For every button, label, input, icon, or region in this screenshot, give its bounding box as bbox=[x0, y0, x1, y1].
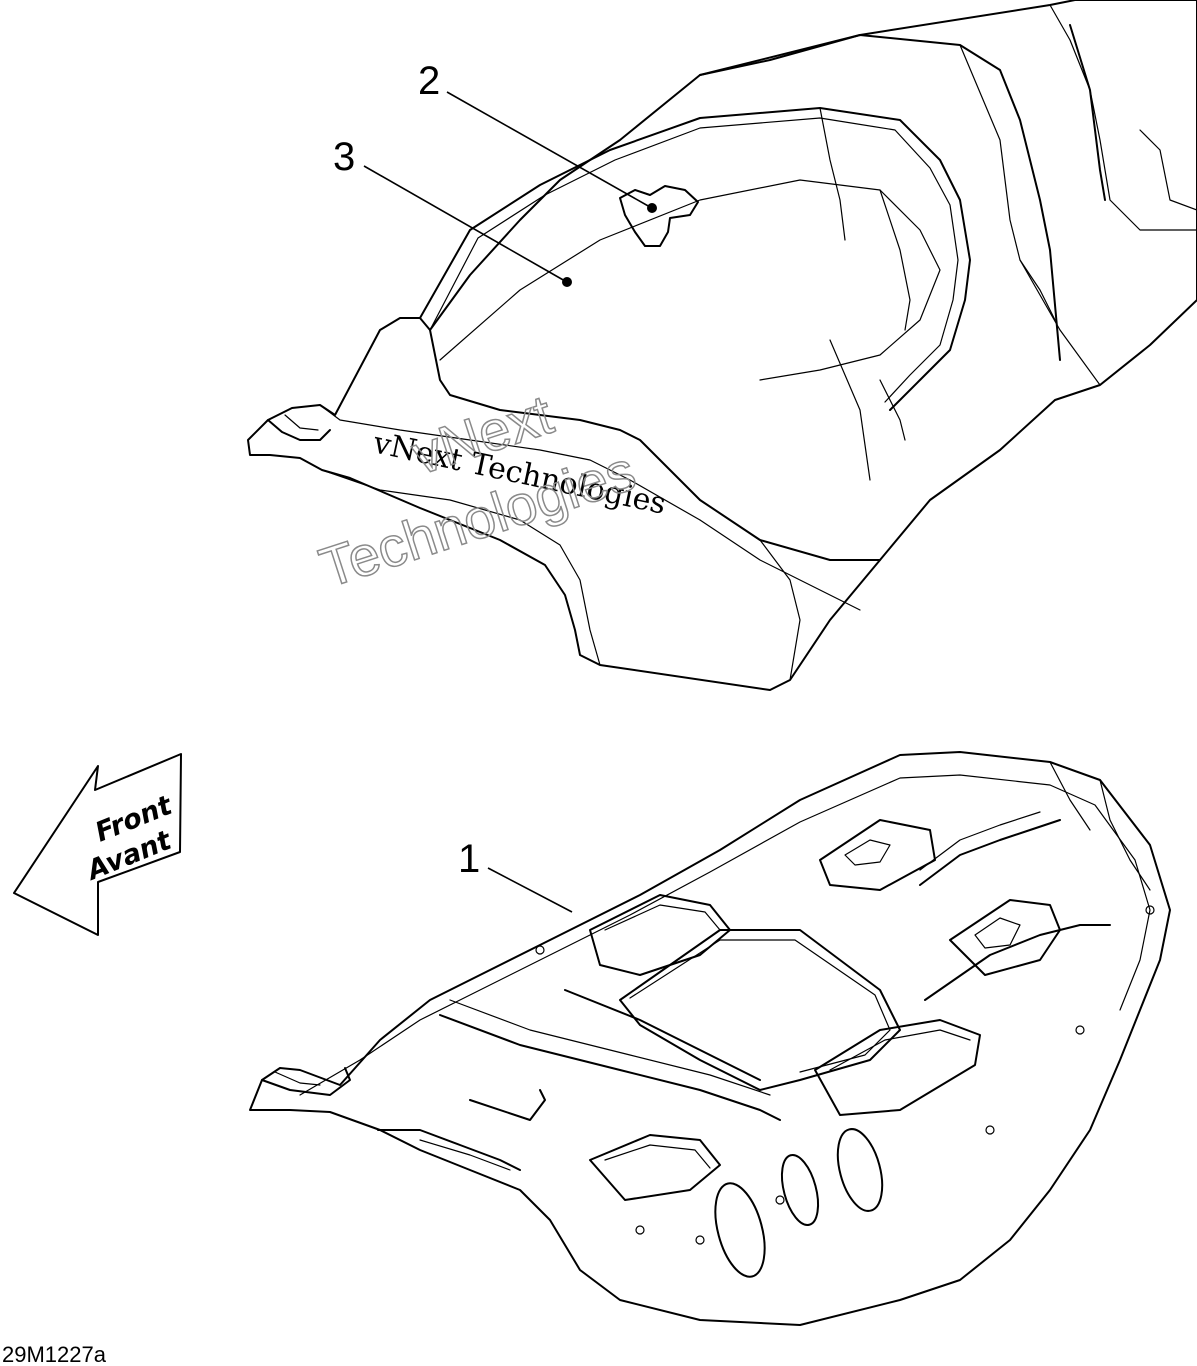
seat-base-part-1[interactable] bbox=[249, 751, 1171, 1326]
watermark: vNext Technologies vNext Technologies bbox=[311, 381, 669, 600]
seat-part-3[interactable] bbox=[247, 0, 1197, 691]
callout-3: 3 bbox=[333, 135, 355, 179]
callout-2: 2 bbox=[418, 59, 440, 103]
drawing-id: 29M1227a bbox=[2, 1342, 107, 1366]
front-direction-arrow: Front Avant bbox=[13, 753, 182, 936]
callout-1: 1 bbox=[458, 837, 480, 881]
logo-patch bbox=[619, 185, 699, 247]
leader-lines bbox=[363, 91, 657, 913]
